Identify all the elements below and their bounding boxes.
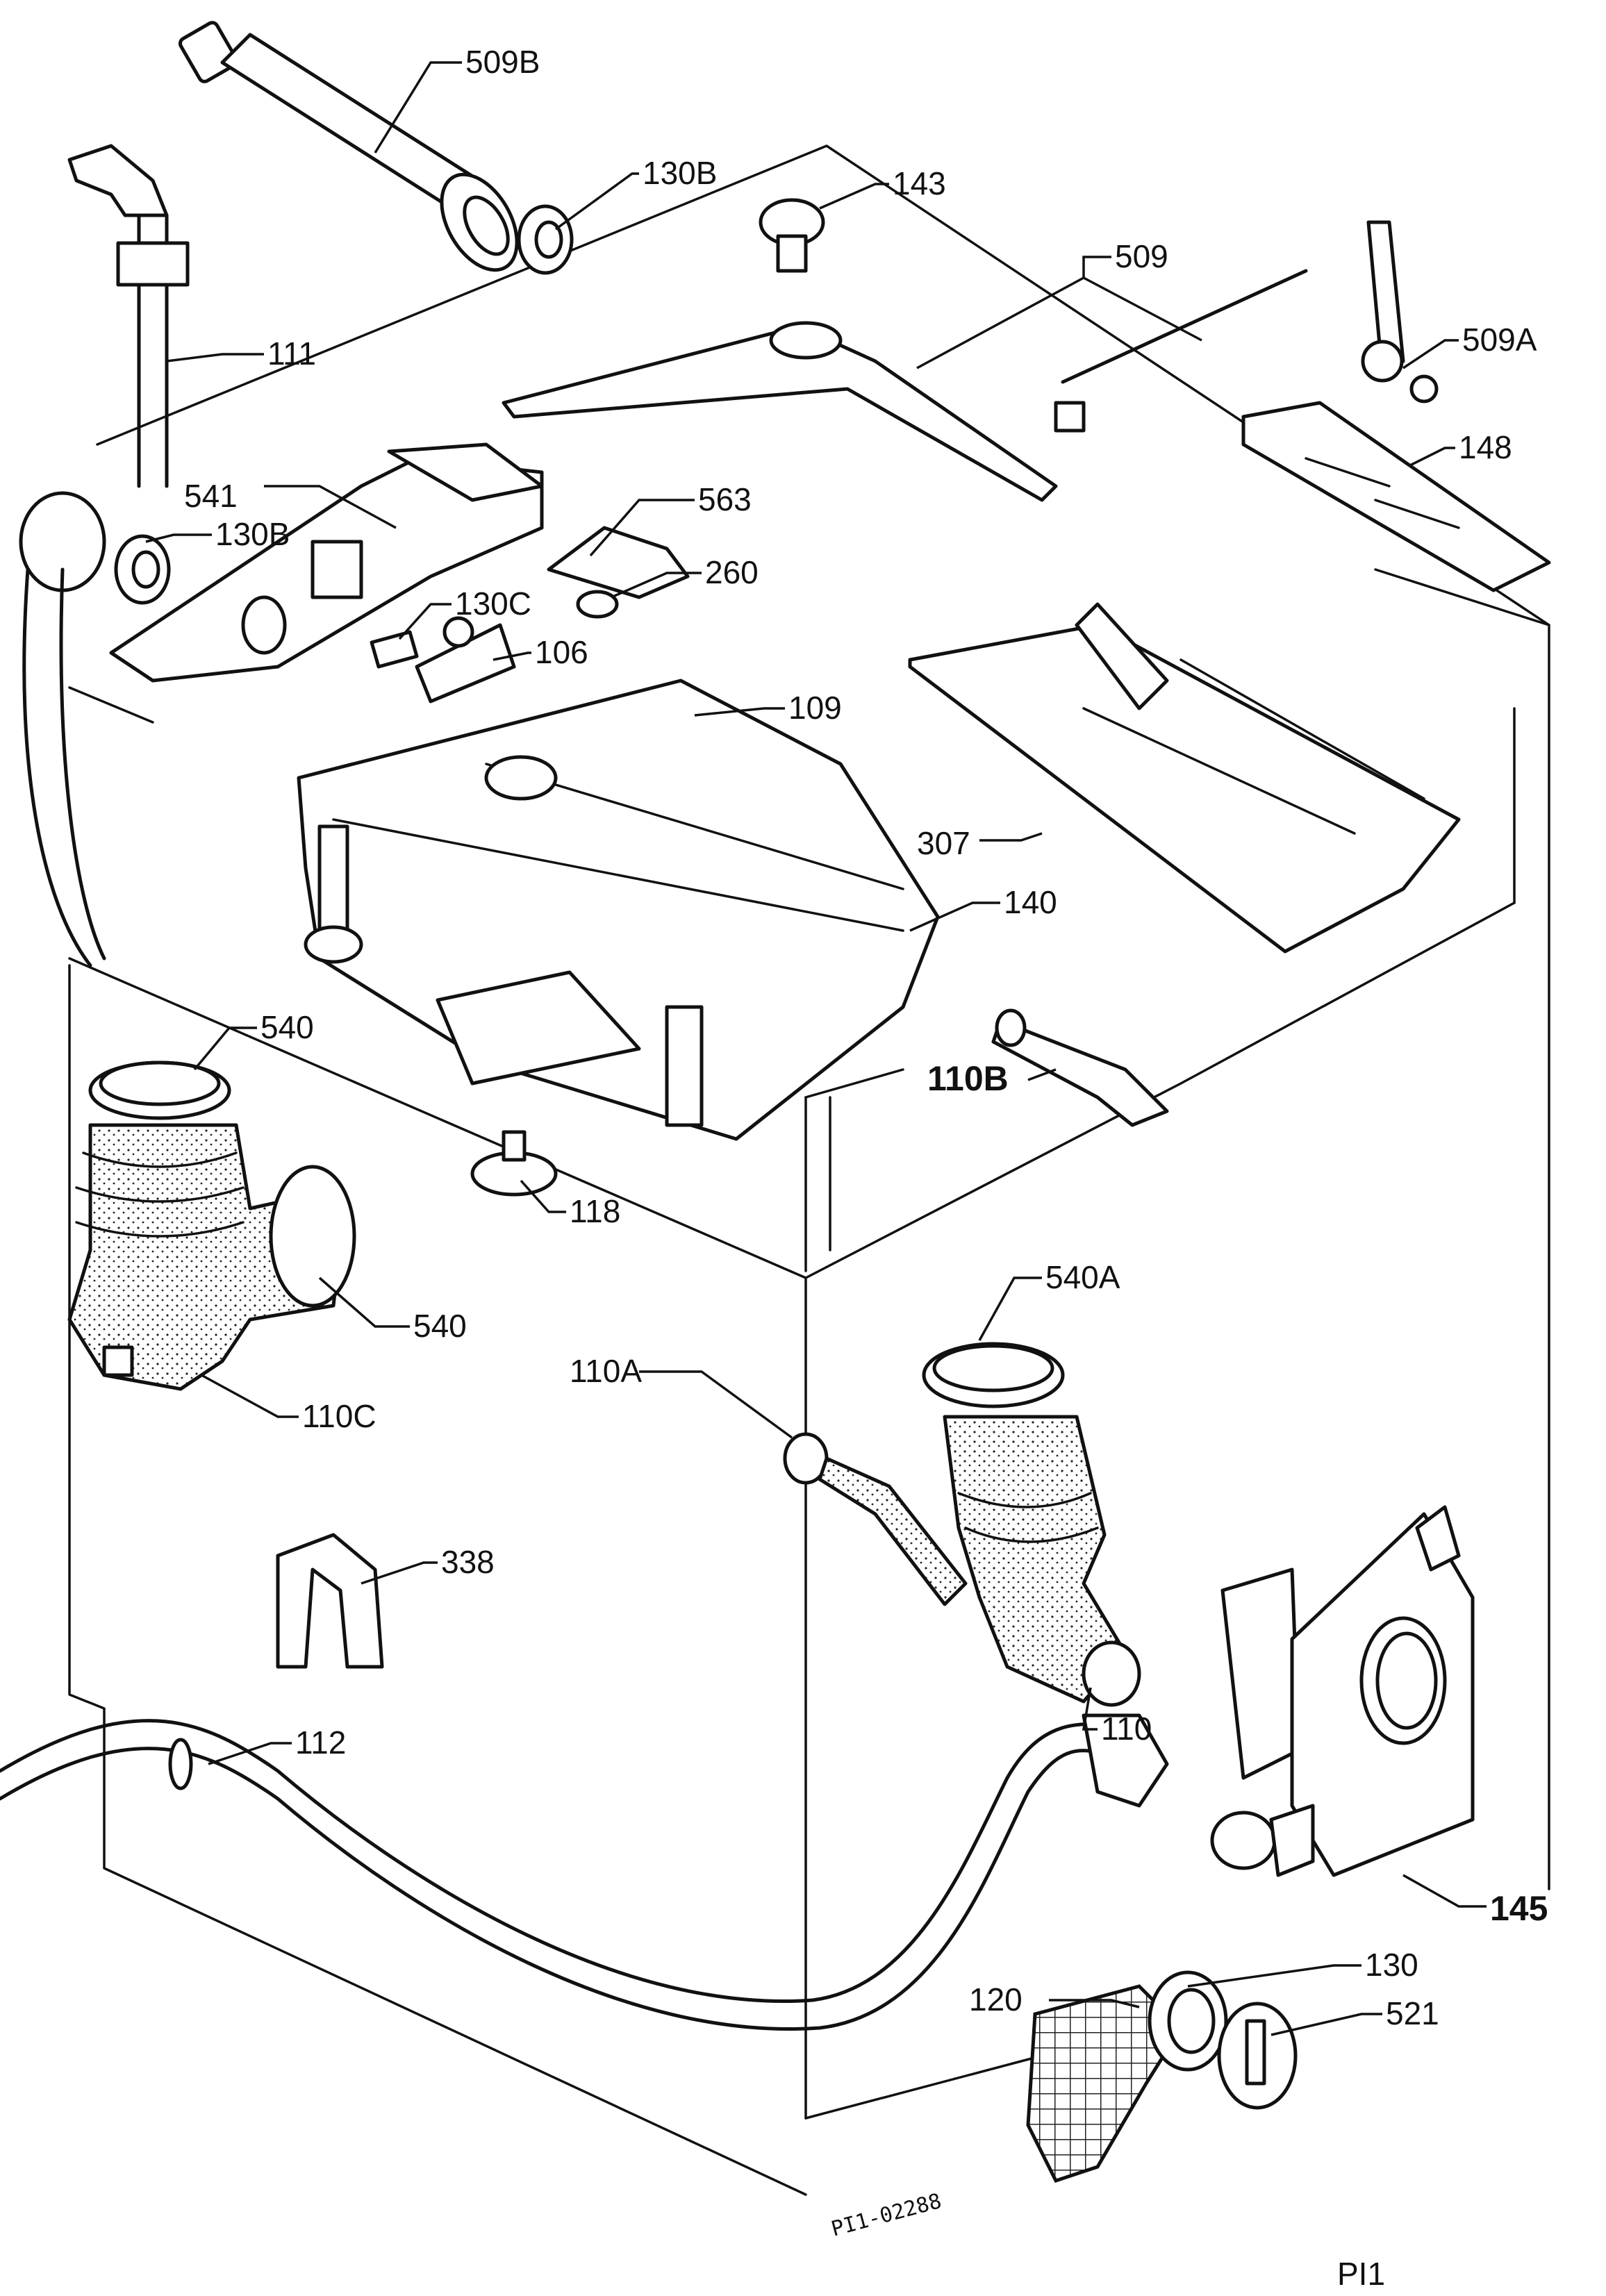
part-563-cover xyxy=(547,526,690,599)
drawing-code: PI1-02288 xyxy=(829,2189,944,2242)
part-111-inlet-hose xyxy=(67,144,190,488)
part-540A-clamp xyxy=(922,1342,1065,1408)
part-110-elbow xyxy=(943,1415,1141,1707)
part-110A-hose xyxy=(783,1432,968,1606)
part-540-clamp-top xyxy=(88,1060,231,1120)
part-541-bracket xyxy=(19,442,544,967)
label-563: 563 xyxy=(698,481,752,517)
part-130C-spring xyxy=(370,630,419,669)
label-260: 260 xyxy=(705,554,759,590)
label-110: 110 xyxy=(1101,1711,1152,1747)
label-338: 338 xyxy=(441,1544,495,1580)
part-110B-hose xyxy=(991,1008,1169,1127)
part-112-drain-hose xyxy=(0,1713,1169,2031)
label-145: 145 xyxy=(1490,1889,1548,1928)
label-148: 148 xyxy=(1459,429,1512,465)
part-509-bracket xyxy=(502,269,1308,502)
label-112: 112 xyxy=(295,1724,346,1761)
label-110C: 110C xyxy=(302,1398,376,1434)
label-111: 111 xyxy=(267,335,316,372)
cabinet-outline xyxy=(68,144,1550,2196)
part-145-pump xyxy=(1210,1505,1475,1877)
leader-lines xyxy=(145,61,1487,2036)
label-110B: 110B xyxy=(927,1059,1009,1098)
part-106-valve xyxy=(415,616,516,704)
part-130-seal xyxy=(1148,1970,1228,2072)
label-140: 140 xyxy=(1004,884,1057,920)
part-120-mesh-filter xyxy=(1026,1984,1184,2183)
part-521-cap xyxy=(1217,2002,1298,2110)
label-109: 109 xyxy=(788,690,842,726)
label-130B-top: 130B xyxy=(643,155,717,191)
page-id: PI1 xyxy=(1337,2256,1385,2292)
label-106: 106 xyxy=(535,634,588,670)
label-130B-mid: 130B xyxy=(215,516,290,552)
part-109-140-dispenser xyxy=(297,679,940,1141)
part-540-clamp-bottom xyxy=(269,1165,356,1308)
label-130C: 130C xyxy=(455,585,531,622)
label-540-bottom: 540 xyxy=(413,1308,467,1344)
label-540-top: 540 xyxy=(260,1009,314,1045)
label-143: 143 xyxy=(893,165,946,201)
label-118: 118 xyxy=(570,1193,620,1229)
part-148-lid xyxy=(1241,401,1551,592)
part-260-spring xyxy=(576,590,619,619)
part-338-clip xyxy=(276,1533,384,1669)
label-120: 120 xyxy=(969,1981,1023,2018)
part-110C-bellows xyxy=(67,1123,342,1391)
label-509A: 509A xyxy=(1462,322,1537,358)
part-130B-mid-filter xyxy=(114,534,171,605)
label-541: 541 xyxy=(184,478,238,514)
part-307-drawer xyxy=(908,602,1461,954)
part-143-knob xyxy=(759,198,825,273)
part-509A-lever xyxy=(1361,220,1439,404)
label-130: 130 xyxy=(1365,1947,1418,1983)
part-118-gear xyxy=(470,1130,558,1197)
part-130B-top-filter xyxy=(517,204,574,275)
label-307: 307 xyxy=(917,825,970,861)
label-509: 509 xyxy=(1115,238,1168,274)
label-110A: 110A xyxy=(570,1353,642,1389)
part-509B-inlet-pipe xyxy=(178,21,519,272)
label-540A: 540A xyxy=(1045,1259,1120,1295)
label-521: 521 xyxy=(1386,1995,1439,2031)
label-509B: 509B xyxy=(465,44,540,80)
